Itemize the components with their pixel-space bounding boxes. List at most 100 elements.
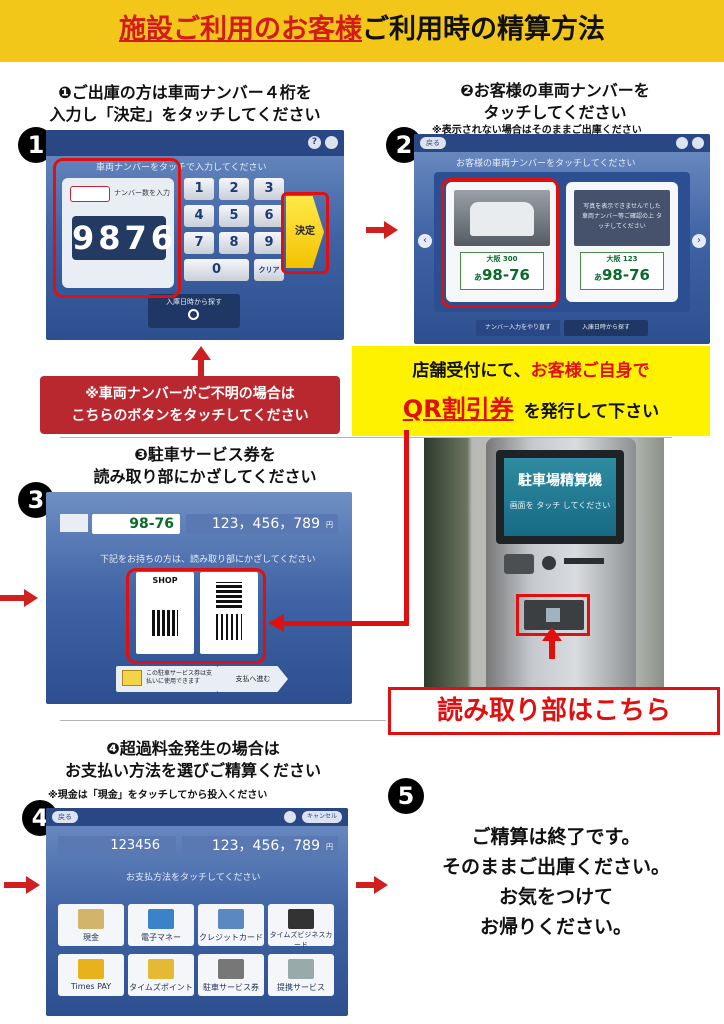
back-button[interactable]: 戻る (52, 811, 78, 823)
arrow-right-stem (356, 882, 374, 888)
credit-card-icon (218, 909, 244, 929)
step2-screen-hint: お客様の車両ナンバーをタッチしてください (456, 159, 636, 169)
candidate-card-2[interactable]: 写真を表示できませんでした 車両ナンバー等ご確認の上 タッチしてください 大阪 … (566, 182, 678, 302)
arrow-right-icon (384, 221, 398, 239)
key-1[interactable]: 1 (184, 178, 214, 200)
chevron-left-icon[interactable]: ‹ (418, 234, 432, 248)
arrow-right-stem (0, 595, 24, 601)
method-label: タイムズビジネスカード (269, 931, 333, 949)
back-button[interactable]: 戻る (420, 137, 446, 149)
step1-screen: ? 車両ナンバーをタッチで入力してください ナンバー数を入力 9876 1 2 … (46, 130, 344, 340)
step4-screen: 戻る キャンセル 123456 123，456，789 円 お支払方法をタッチし… (46, 808, 348, 1016)
help-icon[interactable]: ? (308, 136, 321, 149)
arrow-up-stem (549, 637, 555, 659)
arrow-left-icon (268, 614, 284, 632)
arrow-right-icon (374, 876, 388, 894)
qr-code-icon (216, 582, 242, 608)
machine-screen-text: 画面を タッチ してください (509, 501, 611, 510)
pay-method-business[interactable]: タイムズビジネスカード (268, 904, 334, 949)
key-0[interactable]: 0 (184, 259, 249, 281)
clear-key[interactable]: クリア (254, 259, 284, 281)
arrow-right-stem (366, 227, 384, 233)
business-card-icon (288, 909, 314, 929)
search-button-label: 入庫日時から探す (166, 298, 222, 306)
step3-instruction-line2: 読み取り部にかざしてください (93, 467, 317, 486)
key-3[interactable]: 3 (254, 178, 284, 200)
plate1-number: 98-76 (482, 266, 530, 284)
key-4[interactable]: 4 (184, 205, 214, 227)
callout-line2: こちらのボタンをタッチしてください (71, 408, 309, 424)
pay-method-cash[interactable]: 現金 (58, 904, 124, 946)
key-2[interactable]: 2 (219, 178, 249, 200)
points-icon (148, 959, 174, 979)
plate-2: 大阪 123 あ98-76 (580, 252, 664, 290)
pay-method-emoney[interactable]: 電子マネー (128, 904, 194, 946)
partner-icon (288, 959, 314, 979)
machine-screen[interactable]: 駐車場精算機 画面を タッチ してください (504, 458, 616, 536)
home-icon[interactable] (325, 136, 338, 149)
cash-icon (78, 909, 104, 929)
search-icon (188, 309, 199, 320)
key-6[interactable]: 6 (254, 205, 284, 227)
chevron-right-icon[interactable]: › (692, 234, 706, 248)
search-date-button[interactable]: 入庫日時から探す (564, 320, 648, 336)
plate1-kana: あ (474, 273, 482, 282)
timespay-icon (78, 959, 104, 979)
key-5[interactable]: 5 (219, 205, 249, 227)
service-ticket-icon (218, 959, 244, 979)
step4-screen-hint: お支払方法をタッチしてください (126, 873, 261, 883)
coin-slot (504, 554, 534, 574)
step5-number: 5 (388, 778, 424, 814)
qr-notice-box: 店舗受付にて、お客様ご自身で QR割引券を発行して下さい (352, 346, 710, 436)
finish-line1: ご精算は終了です。 (471, 826, 641, 848)
pay-method-points[interactable]: タイムズポイント (128, 954, 194, 996)
step4-amount-left: 123456 (110, 838, 160, 853)
candidate-card-1[interactable]: 大阪 300 あ98-76 (446, 182, 558, 302)
pay-method-credit[interactable]: クレジットカード (198, 904, 264, 946)
proceed-pay-button[interactable]: 支払へ進む (218, 666, 288, 692)
arrow-right-icon (26, 876, 40, 894)
step2-instruction: ❷お客様の車両ナンバーを タッチしてください (395, 80, 715, 124)
arrow-up-icon (542, 627, 562, 641)
redo-number-button[interactable]: ナンバー入力をやり直す (476, 320, 560, 336)
method-label: 電子マネー (141, 933, 181, 942)
step1-instruction-line1: ❶ご出庫の方は車両ナンバー４桁を (58, 83, 312, 102)
step3-screen: 98-76 123，456，789 円 下記をお持ちの方は、読み取り部にかざして… (46, 492, 352, 704)
step3-screen-hint: 下記をお持ちの方は、読み取り部にかざしてください (100, 555, 316, 565)
step1-screen-hint: 車両ナンバーをタッチで入力してください (96, 163, 267, 173)
machine-sign: 駐車場精算機 (518, 473, 602, 489)
key-9[interactable]: 9 (254, 232, 284, 254)
step3-amount: 123，456，789 (211, 516, 320, 532)
search-by-date-button[interactable]: 入庫日時から探す (148, 294, 240, 328)
machine-screen-frame: 駐車場精算機 画面を タッチ してください (496, 450, 624, 544)
help-icon[interactable] (284, 811, 296, 823)
screen-top-bar (46, 808, 348, 826)
machine-photo: 駐車場精算機 画面を タッチ してください (424, 438, 664, 688)
help-icon[interactable] (676, 137, 688, 149)
step4-instruction: ❹超過料金発生の場合は お支払い方法を選びご精算ください (18, 738, 368, 782)
plate-mini-icon (70, 186, 110, 202)
emoney-icon (148, 909, 174, 929)
pay-method-timespay[interactable]: Times PAY (58, 954, 124, 996)
vehicle-photo (454, 190, 550, 246)
title-red-part: 施設ご利用のお客様 (119, 14, 362, 45)
qr-reader[interactable] (524, 600, 584, 630)
step4-amount-right: 123，456，789 (211, 838, 320, 854)
notice-line2-black: を発行して下さい (523, 402, 660, 422)
qr-code-icon (152, 610, 178, 636)
pay-method-partner[interactable]: 提携サービス (268, 954, 334, 996)
finish-line3: お気をつけて (498, 886, 613, 908)
cancel-button[interactable]: キャンセル (302, 811, 342, 823)
step4-instruction-line2: お支払い方法を選びご精算ください (64, 761, 321, 780)
card-slot (564, 558, 604, 564)
home-icon[interactable] (692, 137, 704, 149)
service-ticket (200, 572, 258, 654)
key-8[interactable]: 8 (219, 232, 249, 254)
key-7[interactable]: 7 (184, 232, 214, 254)
step3-amount-field: 123，456，789 (186, 514, 338, 534)
step2-screen: 戻る お客様の車両ナンバーをタッチしてください 大阪 300 あ98-76 写真… (414, 134, 710, 344)
finish-line4: お帰りください。 (479, 916, 632, 938)
finish-line2: そのままご出庫ください。 (441, 856, 670, 878)
arrow-up-icon (191, 346, 211, 360)
pay-method-service-ticket[interactable]: 駐車サービス券 (198, 954, 264, 996)
